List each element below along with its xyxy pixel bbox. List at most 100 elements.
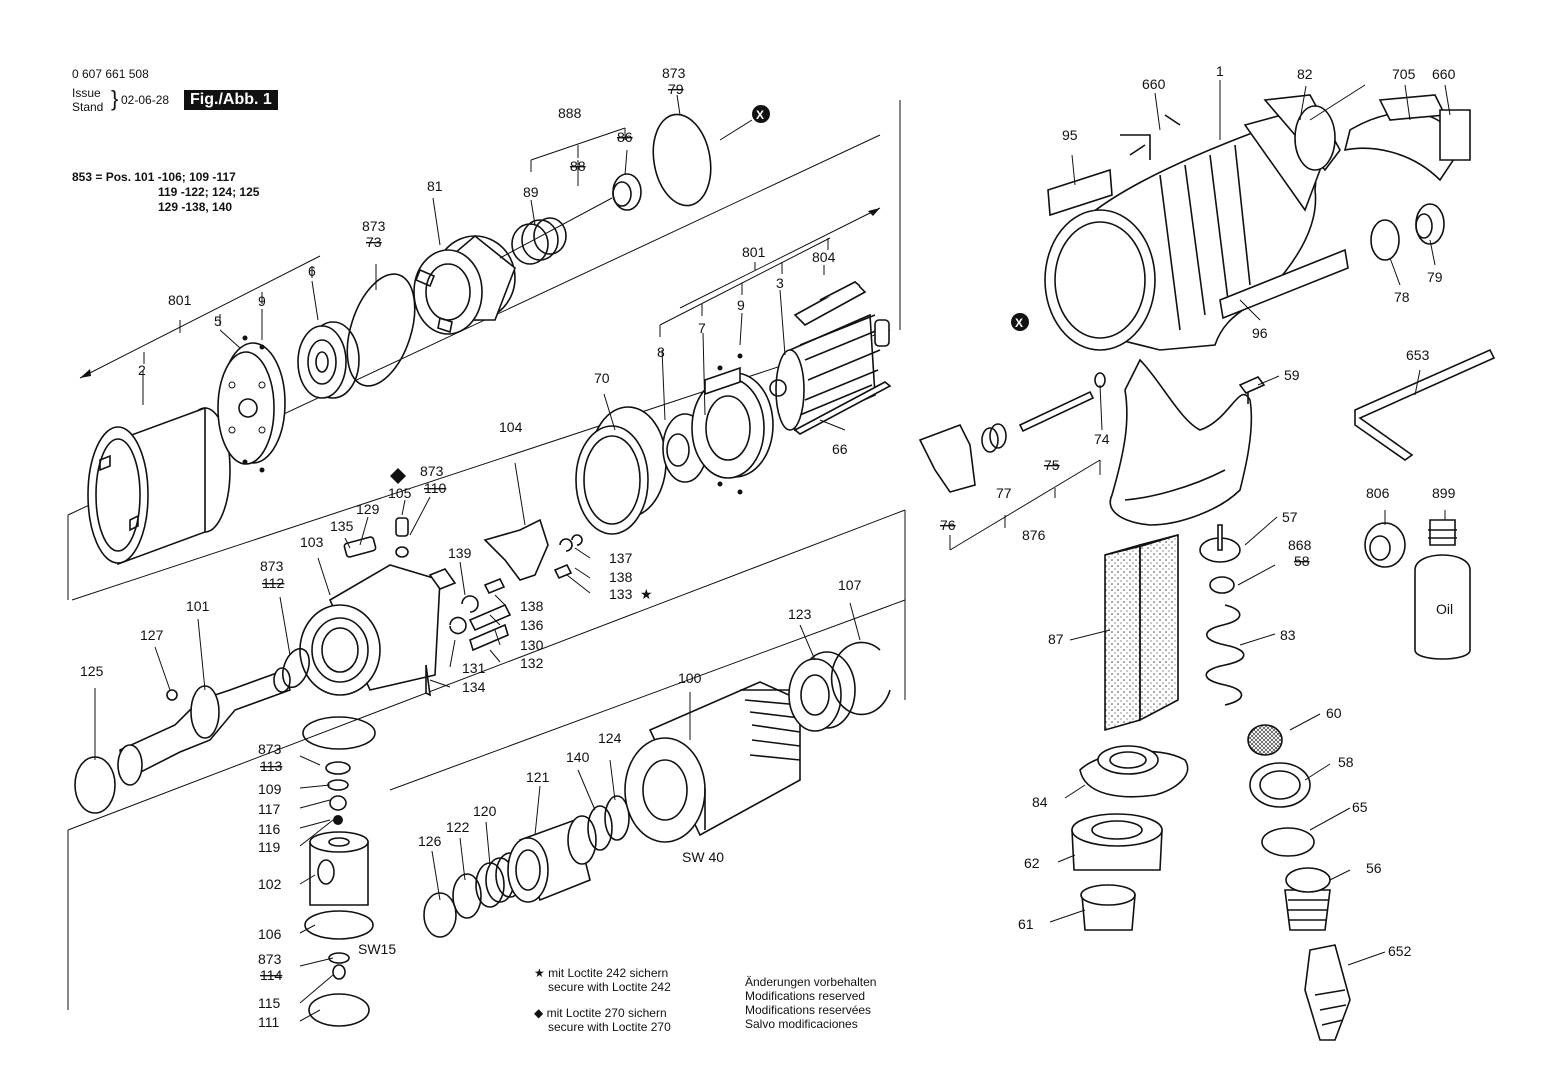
callout-653: 653 xyxy=(1406,347,1430,363)
part-136-spring xyxy=(468,603,512,632)
part-65-o-ring xyxy=(1261,827,1315,857)
group-gear-train xyxy=(423,641,891,938)
part-117-disc xyxy=(327,779,349,791)
part-652-hose-nipple xyxy=(1304,944,1351,1041)
kit-note: 853 = Pos. 101 -106; 109 -117 119 -122; … xyxy=(72,170,259,215)
part-9-end-plate xyxy=(691,353,774,495)
part-66-pin xyxy=(793,381,892,435)
part-78-o-ring xyxy=(1370,219,1400,261)
modification-notes: Änderungen vorbehalten Modifications res… xyxy=(745,975,876,1031)
callout-66: 66 xyxy=(832,441,848,457)
callout-9-b: 9 xyxy=(737,297,745,313)
part-74-ring xyxy=(1094,372,1106,388)
group-air-inlet xyxy=(1071,519,1471,1041)
callout-75: 75 xyxy=(1044,457,1060,473)
part-2-cylinder-sleeve xyxy=(87,406,231,566)
part-138-pin xyxy=(483,577,506,595)
part-107-snap-ring xyxy=(830,641,891,716)
part-102-clamp-nut xyxy=(309,831,369,906)
part-135-pin xyxy=(343,536,377,558)
callout-86: 86 xyxy=(617,129,633,145)
part-number: 0 607 661 508 xyxy=(72,67,149,81)
loctite-notes: ★ mit Loctite 242 sichern secure with Lo… xyxy=(534,966,671,1034)
callout-134: 134 xyxy=(462,679,486,695)
callout-139: 139 xyxy=(448,545,472,561)
part-125-snap-ring xyxy=(74,756,116,814)
part-106-collet xyxy=(304,910,374,940)
part-109-washer xyxy=(325,761,351,775)
callout-116: 116 xyxy=(258,821,281,837)
callout-96: 96 xyxy=(1252,325,1268,341)
part-77-spring xyxy=(981,423,1007,453)
mod-es: Salvo modificaciones xyxy=(745,1017,858,1031)
callout-57: 57 xyxy=(1282,509,1298,525)
part-105-screw xyxy=(395,517,409,558)
callout-77: 77 xyxy=(996,485,1012,501)
callout-105: 105 xyxy=(388,485,412,501)
diamond-symbol: ◆ xyxy=(534,1006,544,1020)
callout-140: 140 xyxy=(566,749,590,765)
callout-131: 131 xyxy=(462,660,486,676)
callout-873-c: 873 xyxy=(420,463,444,479)
callout-87: 87 xyxy=(1048,631,1064,647)
part-804-vane xyxy=(793,281,867,326)
mod-fr: Modifications reservées xyxy=(745,1003,872,1017)
ref-x-marker-1 xyxy=(752,105,770,123)
loctite-242-star-marker: ★ xyxy=(640,586,653,602)
mod-de: Änderungen vorbehalten xyxy=(745,975,877,989)
part-115-screw xyxy=(332,964,346,980)
issue-date: 02-06-28 xyxy=(121,93,170,107)
part-133-pin xyxy=(553,563,573,580)
callout-806: 806 xyxy=(1366,485,1390,501)
part-86-valve xyxy=(612,173,642,211)
callout-sw40: SW 40 xyxy=(682,849,724,865)
part-6-ball-bearing xyxy=(297,321,360,399)
part-70-bearing-cover xyxy=(575,406,667,535)
part-84-base xyxy=(1079,745,1189,798)
callout-107: 107 xyxy=(838,577,862,593)
callout-76: 76 xyxy=(940,517,956,533)
callout-59: 59 xyxy=(1284,367,1300,383)
loctite-270-de: mit Loctite 270 sichern xyxy=(546,1006,667,1020)
callout-88: 88 xyxy=(570,158,586,174)
part-806-fitting xyxy=(1364,522,1406,568)
callout-70: 70 xyxy=(594,370,610,386)
oil-label: Oil xyxy=(1436,601,1453,617)
callout-119: 119 xyxy=(258,839,281,855)
part-1-handle xyxy=(1109,358,1253,526)
callout-1: 1 xyxy=(1216,63,1224,79)
callout-78: 78 xyxy=(1394,289,1410,305)
o-ring-873-a xyxy=(346,273,416,387)
callout-6: 6 xyxy=(308,263,316,279)
part-134-pin xyxy=(425,664,431,697)
o-ring-873-f xyxy=(328,952,350,964)
part-660-clip-a xyxy=(1120,114,1181,160)
group-housing xyxy=(918,84,1496,551)
part-121-clutch xyxy=(507,815,597,903)
star-symbol: ★ xyxy=(534,966,545,980)
callout-873-f: 873 xyxy=(258,951,282,967)
kit-note-line3: 129 -138, 140 xyxy=(158,200,233,214)
part-58-ring xyxy=(1249,762,1311,808)
loctite-242-de: mit Loctite 242 sichern xyxy=(548,966,669,980)
part-139-clip xyxy=(461,595,479,613)
callout-652: 652 xyxy=(1388,943,1412,959)
part-103-gear-housing xyxy=(299,564,457,696)
callout-873-d: 873 xyxy=(260,558,284,574)
part-87-silencer xyxy=(1104,533,1179,732)
callout-84: 84 xyxy=(1032,794,1048,810)
o-ring-873-e xyxy=(302,716,376,750)
callout-7: 7 xyxy=(698,320,706,336)
callout-117: 117 xyxy=(258,801,281,817)
part-868-seal xyxy=(1209,576,1235,594)
part-124-ring xyxy=(604,795,630,841)
kit-note-line1: 853 = Pos. 101 -106; 109 -117 xyxy=(72,170,236,184)
part-653-hex-key xyxy=(1354,348,1496,461)
mod-en: Modifications reserved xyxy=(745,989,866,1003)
callout-138-a: 138 xyxy=(609,569,633,585)
callout-801-b: 801 xyxy=(742,244,766,260)
callout-79-b: 79 xyxy=(1427,269,1443,285)
part-119-ball xyxy=(333,815,343,825)
callout-873-a: 873 xyxy=(362,218,386,234)
